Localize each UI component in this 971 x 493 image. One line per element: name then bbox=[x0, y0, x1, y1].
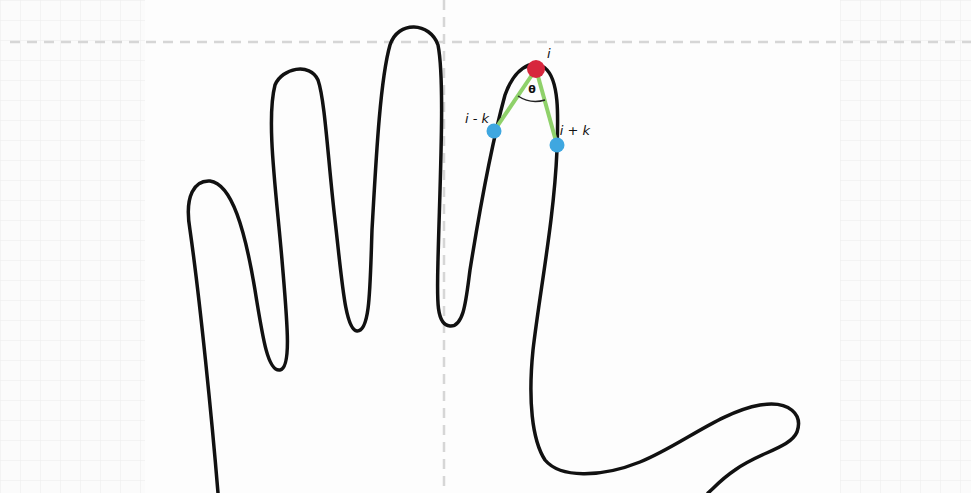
panel bbox=[145, 0, 840, 493]
contour-point bbox=[527, 60, 545, 78]
angle-arc bbox=[518, 96, 545, 101]
contour-point bbox=[550, 138, 565, 153]
contour-point bbox=[487, 124, 502, 139]
point-label: i + k bbox=[560, 124, 590, 137]
dashed-guide bbox=[443, 0, 446, 493]
hand-outline bbox=[188, 27, 798, 493]
point-label: i - k bbox=[465, 112, 489, 125]
vector-line bbox=[494, 69, 536, 131]
angle-label: θ bbox=[528, 84, 536, 95]
point-label: i bbox=[547, 47, 551, 60]
dashed-guide bbox=[10, 41, 971, 44]
vector-line bbox=[536, 69, 557, 145]
